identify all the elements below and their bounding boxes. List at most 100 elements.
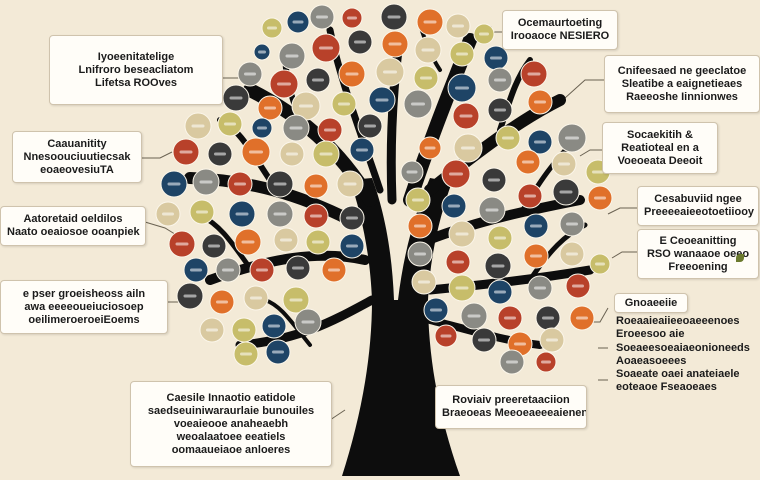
callout-right-1: Socaekitih & Reatioteal en a Voeoeata De… (602, 122, 718, 174)
leaf-node-glyph (301, 320, 315, 324)
leaf-node-glyph (478, 338, 490, 342)
callout-line: oeilimeroeroeiEoems (28, 313, 140, 326)
callout-line: Cnifeesaed ne geeclatoe (617, 64, 747, 77)
callout-line: Gnoaeeiie (624, 296, 678, 309)
leaf-node-glyph (167, 182, 181, 186)
callout-line: Voeoeata Deeoit (617, 154, 703, 167)
connector-bottom-left (329, 409, 346, 421)
leaf-node-glyph (356, 148, 368, 152)
callout-line: eoteaoe Fseaoeaes (616, 381, 717, 393)
callout-line: Ocemaurtoeting (517, 17, 603, 29)
callout-line: Lifetsa ROOves (95, 76, 177, 89)
leaf-node-glyph (289, 298, 303, 302)
leaf-node-glyph (491, 264, 505, 268)
leaf-icon (736, 254, 744, 262)
leaf-node-glyph (249, 150, 263, 154)
leaf-node-glyph (375, 98, 389, 102)
leaf-node-glyph (224, 122, 236, 126)
callout-line: Sleatibe a eaignetieaes (621, 77, 743, 90)
leaf-node-glyph (277, 82, 291, 86)
leaf-node-glyph (387, 15, 401, 19)
leaf-node-glyph (566, 252, 578, 256)
leaf-node-glyph (542, 316, 554, 320)
callout-right-2: Cesabuviid ngee Preeeeaieeotoetiiooy (637, 186, 759, 226)
leaf-node-glyph (272, 350, 284, 354)
leaf-node-glyph (347, 16, 357, 20)
leaf-node-glyph (572, 284, 584, 288)
leaf-node-glyph (229, 96, 243, 100)
leaf-node-glyph (455, 232, 469, 236)
leaf-node-glyph (364, 124, 376, 128)
connector-right-1 (579, 149, 603, 157)
leaf-node-glyph (514, 342, 526, 346)
connector-right-2 (607, 207, 638, 215)
leaf-node-glyph (208, 244, 220, 248)
leaf-node-glyph (459, 114, 473, 118)
leaf-node-glyph (534, 286, 546, 290)
callout-line: oomaaueiaoe anloeres (171, 443, 291, 456)
callout-line: Reatioteal en a (621, 141, 699, 154)
leaf-node-glyph (420, 76, 432, 80)
leaf-node-glyph (494, 290, 506, 294)
leaf-node-glyph (316, 15, 328, 19)
callout-line: Cesabuviid ngee (654, 193, 742, 205)
leaf-node-glyph (258, 50, 266, 54)
leaf-node-glyph (238, 328, 250, 332)
leaf-node-glyph (256, 268, 268, 272)
leaf-node-glyph (264, 106, 276, 110)
leaf-node-glyph (234, 182, 246, 186)
leaf-node-glyph (566, 222, 578, 226)
callout-line: Naato oeaiosoe ooanpiek (7, 226, 140, 238)
leaf-node-glyph (502, 136, 514, 140)
leaf-node-glyph (558, 162, 570, 166)
leaf-node-glyph (292, 266, 304, 270)
leaf-node-glyph (467, 314, 481, 318)
leaf-node-glyph (285, 54, 299, 58)
leaf-node-glyph (175, 242, 189, 246)
leaf-node-glyph (216, 300, 228, 304)
leaf-node-glyph (235, 212, 249, 216)
leaf-node-glyph (343, 182, 357, 186)
leaf-node-glyph (430, 308, 442, 312)
leaf-node-glyph (534, 100, 546, 104)
callout-mid-left-1: Caauanitity Nnesoouciuutiecsak eoaeovesi… (12, 131, 142, 183)
leaf-node-glyph (534, 140, 546, 144)
callout-line: Lnifroro beseacliatom (78, 63, 194, 76)
callout-right-4a: Roeaaieaiieeoaeeenoes Eroeesoo aie (610, 313, 760, 343)
leaf-node-glyph (452, 260, 464, 264)
callout-bottom-left: Caesile Innaotio eatidole saedseuiniwara… (130, 381, 332, 467)
leaf-node-glyph (267, 26, 277, 30)
leaf-node-glyph (412, 198, 424, 202)
leaf-node-glyph (196, 210, 208, 214)
callout-top-right: Cnifeesaed ne geeclatoe Sleatibe a eaign… (604, 55, 760, 113)
connector-mid-left-1 (140, 151, 173, 159)
leaf-node-glyph (485, 208, 499, 212)
leaf-node-glyph (199, 180, 213, 184)
connector-right-3 (611, 251, 638, 259)
callout-line: eoaeovesiuTA (40, 163, 114, 176)
leaf-node-glyph (273, 182, 287, 186)
leaf-node-glyph (388, 42, 402, 46)
callout-line: Soaeate oaei anateiaele (616, 368, 740, 380)
leaf-node-glyph (241, 240, 255, 244)
leaf-node-glyph (594, 196, 606, 200)
callout-line: e pser groeisheoss ailn (22, 287, 146, 300)
leaf-node-glyph (324, 128, 336, 132)
callout-line: Aoaeasoeees (616, 355, 687, 367)
leaf-node-glyph (240, 352, 252, 356)
leaf-node-glyph (214, 152, 226, 156)
leaf-node-glyph (494, 236, 506, 240)
leaf-node-glyph (345, 72, 359, 76)
callout-line: Socaekitih & (626, 128, 694, 141)
leaf-node-glyph (541, 360, 551, 364)
callout-line: Freeoening (668, 260, 728, 273)
callout-top-left: Iyoeenitatelige Lnifroro beseacliatom Li… (49, 35, 223, 105)
leaf-node-glyph (522, 160, 534, 164)
leaf-node-glyph (494, 108, 506, 112)
leaf-node-glyph (319, 152, 333, 156)
callout-line: RSO wanaaoe oeeo (646, 247, 750, 260)
leaf-node-glyph (504, 316, 516, 320)
leaf-node-glyph (328, 268, 340, 272)
connector-mid-left-2 (144, 221, 179, 237)
